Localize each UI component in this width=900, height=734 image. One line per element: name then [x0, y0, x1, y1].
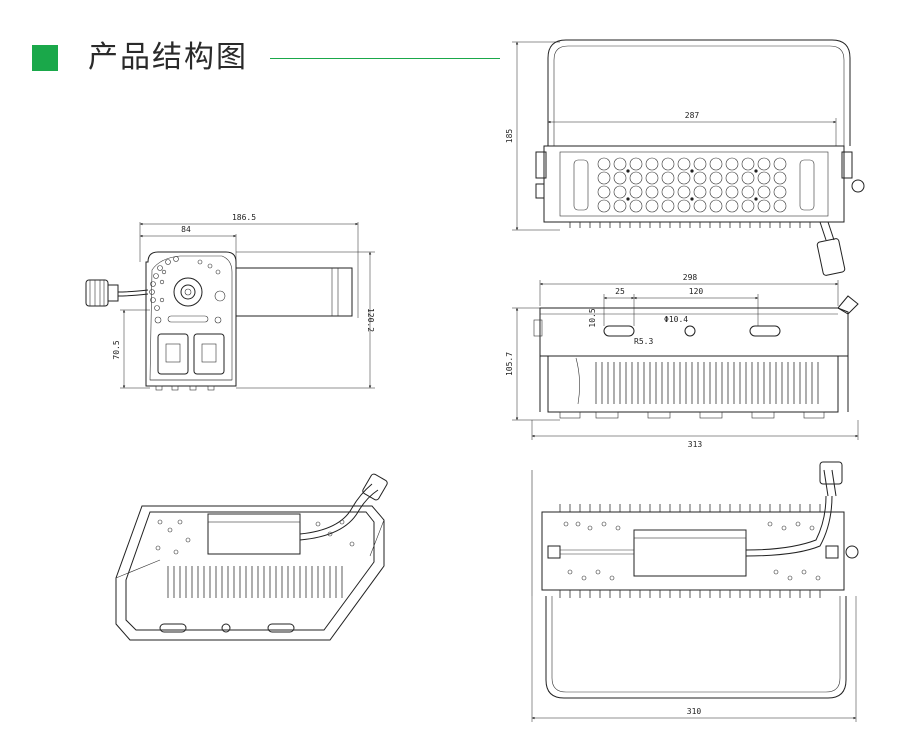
back-view: 310: [531, 461, 859, 722]
side-view: 186.5 84 120.2 70.5: [85, 213, 375, 391]
back-driver: [633, 529, 747, 577]
isometric-view: [115, 473, 388, 641]
heatsink-body: [547, 355, 839, 413]
dim-10-5: 10.5: [588, 308, 597, 327]
back-plate: [541, 511, 845, 591]
terminal-box-right: [193, 333, 225, 375]
dim-r-5-3: R5.3: [634, 337, 653, 346]
dim-185: 185: [505, 129, 514, 144]
iso-outer-frame: [115, 505, 385, 641]
back-cable-gland: [819, 461, 843, 485]
pivot-knob: [173, 277, 203, 307]
heading-rule: [270, 58, 500, 59]
back-u-bracket: [545, 596, 847, 699]
mounting-plate: [539, 307, 849, 357]
cable-connector: [85, 279, 109, 307]
dim-186-5: 186.5: [232, 213, 256, 222]
dim-313: 313: [688, 440, 703, 449]
section-title: 产品结构图: [88, 40, 248, 75]
front-view: 185 287: [505, 39, 865, 276]
dim-287: 287: [685, 111, 700, 120]
iso-driver: [207, 513, 301, 555]
dim-phi-10-4: Φ10.4: [664, 315, 688, 324]
terminal-box-left: [157, 333, 189, 375]
top-view: 298 25 120 10.5 Φ10.4 R5.3 105.7 313: [505, 273, 859, 449]
dim-70-5: 70.5: [112, 340, 121, 359]
dim-298: 298: [683, 273, 698, 282]
dim-120-2: 120.2: [366, 308, 375, 332]
u-bracket: [547, 39, 851, 146]
dim-105-7: 105.7: [505, 352, 514, 376]
heading-marker: [32, 45, 58, 71]
lamp-housing: [543, 145, 845, 223]
section-heading: 产品结构图: [32, 38, 500, 78]
dim-25: 25: [615, 287, 625, 296]
dim-120: 120: [689, 287, 704, 296]
led-lens-array: [597, 157, 787, 213]
dim-310: 310: [687, 707, 702, 716]
dim-84: 84: [181, 225, 191, 234]
bracket-arm: [235, 267, 353, 317]
